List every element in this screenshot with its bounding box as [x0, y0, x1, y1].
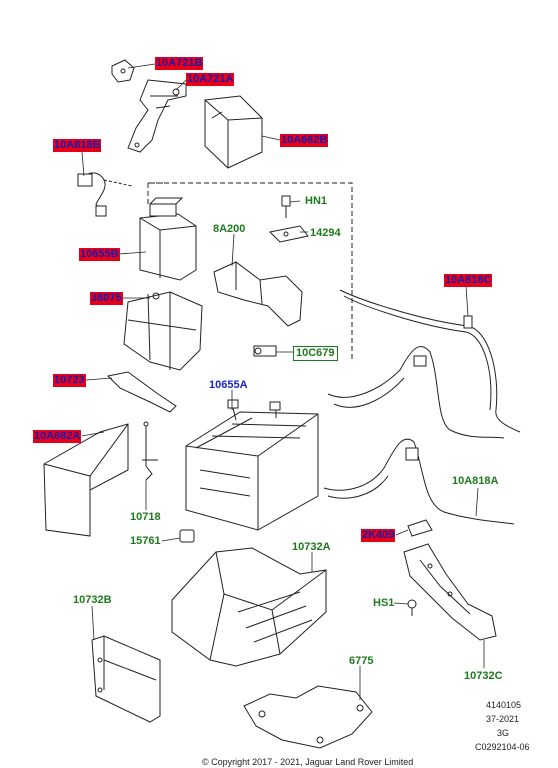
- cover-10A682A-part: [43, 423, 129, 537]
- cable-10A818A-part: [323, 438, 515, 525]
- label-HN1[interactable]: HN1: [305, 195, 328, 207]
- battery-10655A-part: [185, 399, 319, 531]
- fastener-HS1-part: [407, 599, 417, 616]
- bracket-10A721A-part: [127, 79, 187, 153]
- footer-ref-3: 3G: [497, 728, 510, 738]
- plug-15761-part: [179, 529, 195, 543]
- label-15761[interactable]: 15761: [130, 535, 161, 547]
- bracket-8A200-part: [213, 261, 303, 327]
- clip-2K409-part: [407, 519, 433, 537]
- bolt-HN1-part: [281, 195, 291, 218]
- label-10A818A[interactable]: 10A818A: [452, 475, 499, 487]
- label-10732B[interactable]: 10732B: [73, 594, 112, 606]
- cable-10A818B-part: [77, 172, 133, 217]
- label-10C679[interactable]: 10C679: [293, 346, 338, 361]
- bracket-10732C-part: [403, 543, 497, 641]
- label-10718[interactable]: 10718: [130, 511, 161, 523]
- battery-10655B-part: [139, 197, 197, 281]
- cable-middle-part: [327, 346, 505, 439]
- label-10732C[interactable]: 10732C: [464, 670, 503, 682]
- label-10A818C[interactable]: 10A818C: [444, 274, 493, 287]
- cable-10A818C-part: [339, 289, 521, 433]
- assembly-boundary-dashed: [147, 182, 353, 360]
- tray-10732A-part: [171, 547, 327, 667]
- label-10A682B[interactable]: 10A682B: [280, 134, 329, 147]
- label-6775[interactable]: 6775: [349, 655, 374, 667]
- label-10A721B[interactable]: 10A721B: [155, 57, 204, 70]
- label-10A682A[interactable]: 10A682A: [33, 430, 82, 443]
- footer-ref-1: 4140105: [486, 700, 522, 710]
- label-10655B[interactable]: 10655B: [79, 248, 120, 261]
- label-14294[interactable]: 14294: [310, 227, 341, 239]
- label-10655A[interactable]: 10655A: [209, 379, 248, 391]
- label-10732A[interactable]: 10732A: [292, 541, 331, 553]
- strap-10723-part: [106, 371, 177, 413]
- label-10A721A[interactable]: 10A721A: [186, 73, 235, 86]
- label-10723[interactable]: 10723: [53, 374, 86, 387]
- clip-10A721B-part: [111, 59, 135, 83]
- tray-38075-part: [123, 291, 203, 371]
- label-38075[interactable]: 38075: [90, 292, 123, 305]
- label-HS1[interactable]: HS1: [373, 597, 395, 609]
- label-2K409[interactable]: 2K409: [361, 529, 396, 542]
- footer-ref-2: 37-2021: [486, 714, 520, 724]
- panel-10732B-part: [91, 635, 161, 723]
- sensor-10C679-part: [253, 345, 277, 357]
- bracket-14294-part: [268, 225, 309, 243]
- footer-ref-4: C0292104-06: [475, 742, 530, 752]
- cover-10A682B-part: [204, 95, 263, 169]
- footer-copyright: © Copyright 2017 - 2021, Jaguar Land Rov…: [202, 757, 414, 767]
- plate-6775-part: [243, 685, 373, 749]
- probe-10718-part: [142, 421, 158, 481]
- label-10A818B[interactable]: 10A818B: [53, 139, 102, 152]
- label-8A200[interactable]: 8A200: [213, 223, 246, 235]
- leader-lines: [81, 63, 485, 700]
